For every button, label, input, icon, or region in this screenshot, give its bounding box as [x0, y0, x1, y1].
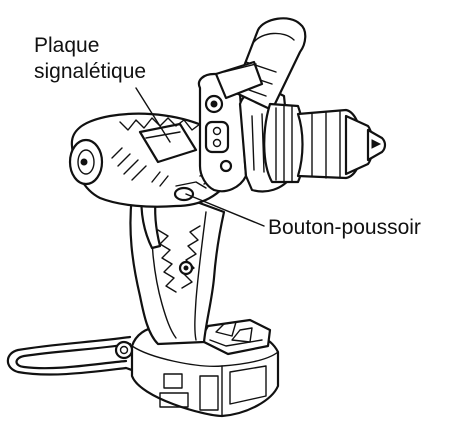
grip-handle	[130, 194, 224, 344]
push-button-label: Bouton-poussoir	[268, 215, 421, 241]
nameplate-label-line2: signalétique	[34, 59, 146, 85]
side-handle	[216, 18, 305, 110]
speed-selector	[206, 122, 228, 152]
push-button	[175, 188, 193, 200]
nameplate-label: Plaque signalétique	[34, 33, 146, 85]
keyless-chuck	[264, 104, 385, 182]
nameplate-label-line1: Plaque	[34, 33, 146, 59]
